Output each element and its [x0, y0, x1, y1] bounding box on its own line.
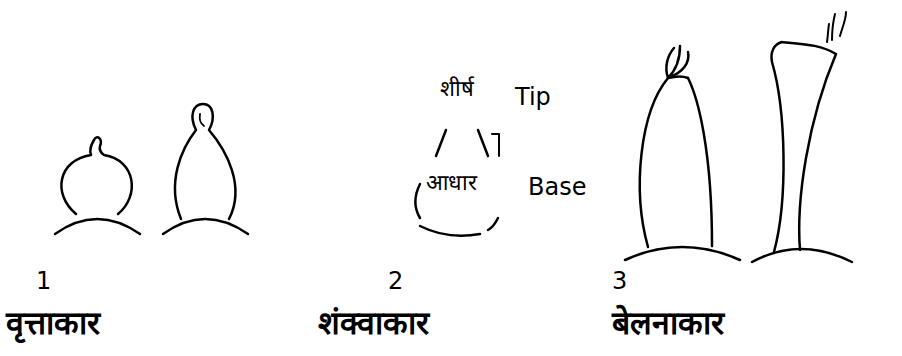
figure-number: 1: [36, 268, 51, 296]
figure-number: 2: [388, 268, 403, 296]
cone-base-right: [488, 218, 498, 230]
part-label: Base: [528, 174, 586, 202]
cylinder-form: [640, 46, 712, 247]
cone-base-left: [416, 184, 421, 218]
figure-caption: बेलनाकार: [612, 305, 724, 342]
round-form: [61, 137, 131, 214]
stem-tip: [827, 12, 846, 42]
base-arc: [752, 249, 852, 262]
base-arc: [420, 226, 480, 236]
figure-caption: वृत्ताकार: [6, 305, 100, 342]
neck-mark: [200, 114, 204, 126]
figure-caption: शंक्वाकार: [318, 305, 429, 342]
stem-form: [771, 42, 836, 252]
base-arc: [55, 219, 140, 234]
cone-side: [478, 130, 488, 156]
cylinder-top: [668, 77, 688, 79]
part-label: Tip: [515, 84, 551, 112]
part-label: शीर्ष: [438, 76, 476, 101]
tick-mark: [492, 134, 499, 156]
cone-side: [436, 130, 446, 156]
base-arc: [163, 219, 248, 234]
figure-number: 3: [612, 268, 627, 296]
part-label: आधार: [424, 170, 479, 195]
base-arc: [625, 247, 740, 260]
bottle-form: [175, 104, 236, 219]
